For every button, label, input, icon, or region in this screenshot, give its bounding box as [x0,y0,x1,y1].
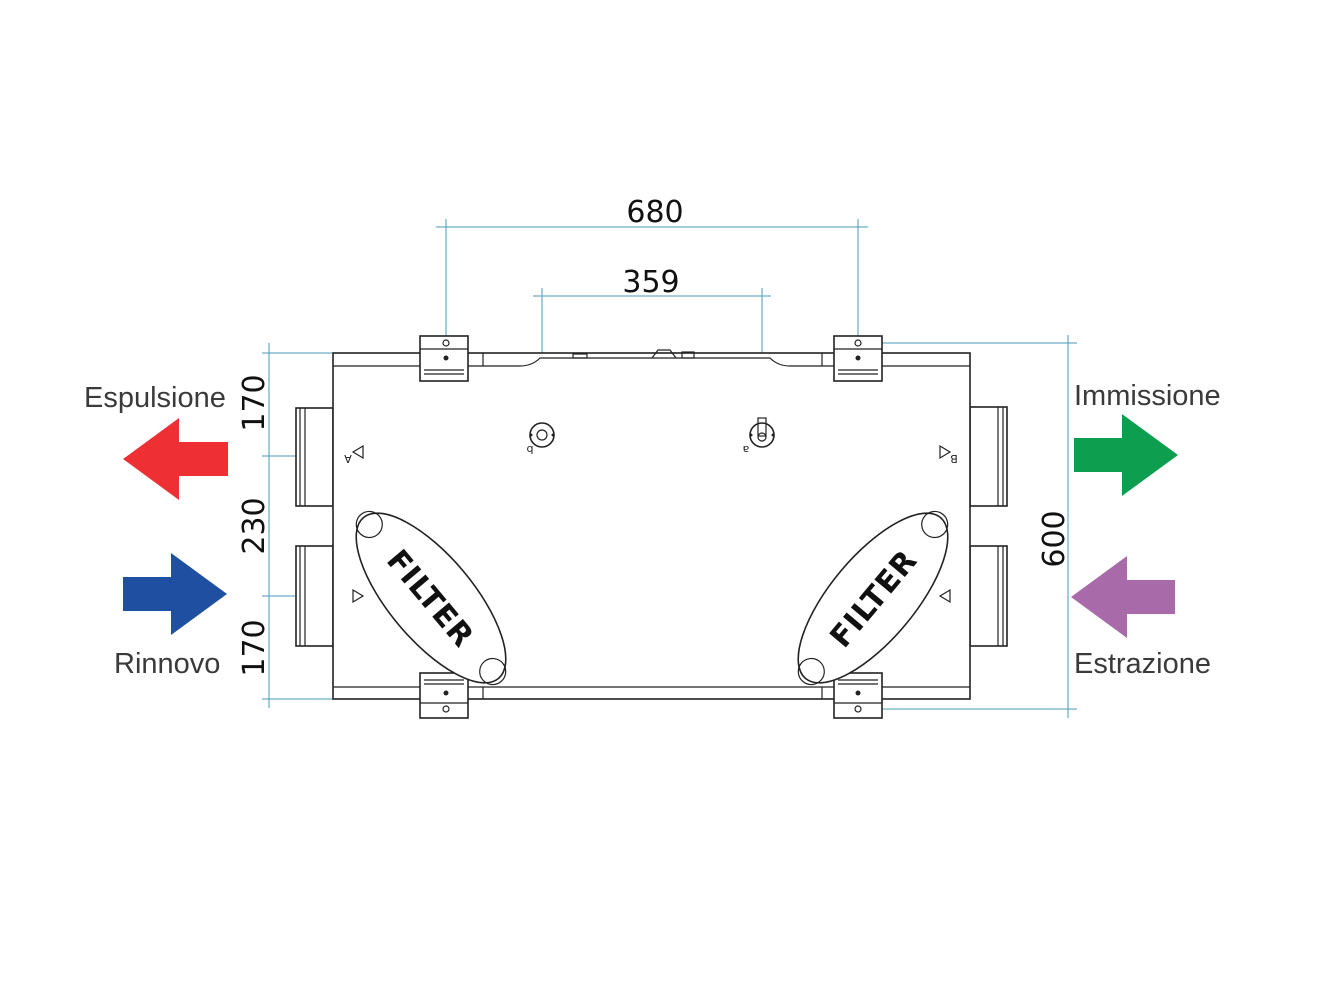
immissione-arrow [1074,414,1178,496]
bracket-top-left [419,335,469,382]
marker-b-label: B [950,452,958,465]
marker-left-top-triangle [351,444,364,460]
port-b-label: b [526,443,533,456]
collar-left-top [295,407,334,507]
espulsione-arrow [123,418,228,500]
connection-b [529,422,555,448]
estrazione-arrow [1071,556,1175,638]
dimension-height-600: 600 [1037,510,1072,567]
bracket-top-right [833,335,883,382]
bracket-bottom-left [419,672,469,719]
immissione-label: Immissione [1074,380,1221,412]
marker-right-bottom-triangle [938,588,951,604]
rinnovo-arrow [123,553,227,635]
collar-right-bottom [969,545,1008,647]
dimension-left-top: 170 [237,374,272,431]
dimension-left-middle: 230 [237,497,272,554]
bracket-bottom-right [833,672,883,719]
dimension-left-bottom: 170 [237,619,272,676]
collar-left-bottom [295,545,334,647]
dimension-359: 359 [622,265,679,300]
collar-right-top [969,406,1008,507]
marker-a-label: A [344,452,352,465]
marker-right-top-triangle [939,444,952,460]
marker-left-bottom-triangle [352,588,365,604]
dimension-680: 680 [626,195,683,230]
mounting-brackets [419,335,883,719]
duct-collars [295,406,1008,647]
espulsione-label: Espulsione [84,382,226,414]
rinnovo-label: Rinnovo [114,648,220,680]
connection-a [749,417,775,448]
port-a-label: a [743,443,750,456]
estrazione-label: Estrazione [1074,648,1211,680]
